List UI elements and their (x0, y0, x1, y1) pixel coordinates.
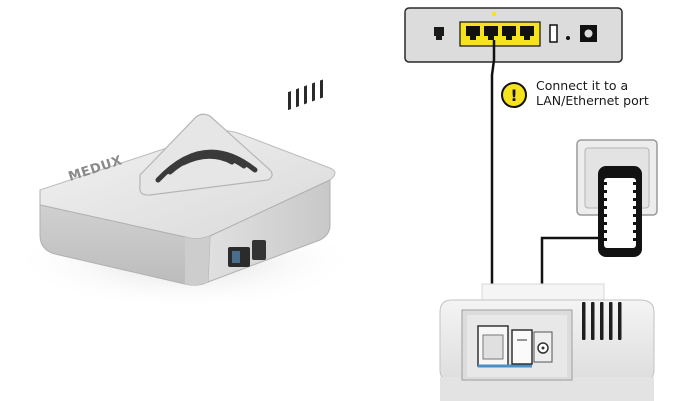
device-render: MEDUX (10, 79, 360, 310)
ethernet-port-icon (466, 26, 534, 40)
power-button-icon (580, 25, 597, 42)
callout-instruction: Connect it to a LAN/Ethernet port (536, 78, 696, 108)
device-front-view (439, 283, 655, 401)
power-adapter-icon (598, 166, 642, 257)
ethernet-cable (490, 40, 496, 315)
callout-line-2: LAN/Ethernet port (536, 93, 649, 108)
router-icon (404, 7, 623, 63)
power-jack-icon (533, 331, 553, 363)
ethernet-port-icon (477, 325, 532, 368)
usb-port-icon (549, 24, 558, 43)
warning-symbol: ! (510, 86, 517, 105)
warning-icon: ! (501, 82, 527, 108)
callout-line-1: Connect it to a (536, 78, 629, 93)
